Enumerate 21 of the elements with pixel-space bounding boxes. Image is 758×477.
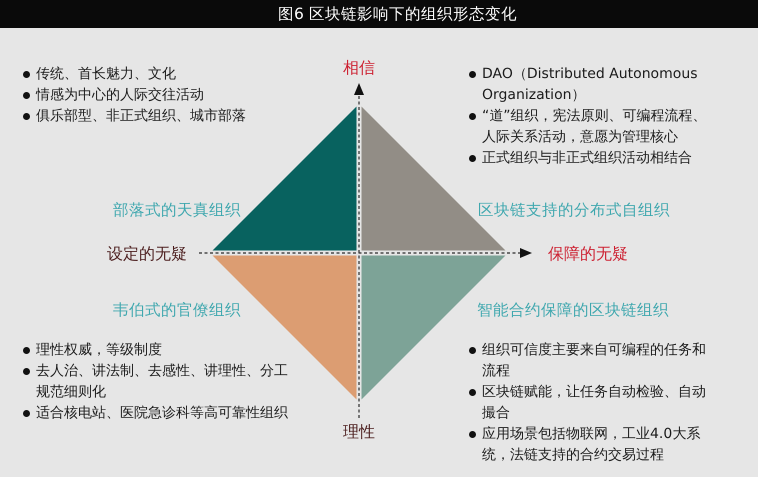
quadrant-label: 智能合约保障的区块链组织 — [477, 300, 669, 320]
list-item-text: DAO（Distributed Autonomous Organization） — [482, 64, 698, 104]
list-item-text: 区块链赋能，让任务自动检验、自动撮合 — [482, 382, 707, 422]
quadrant-label: 部落式的天真组织 — [113, 200, 241, 220]
list-item-text: “道”组织，宪法原则、可编程流程、人际关系活动，意愿为管理核心 — [482, 106, 708, 146]
list-item-text: 正式组织与非正式组织活动相结合 — [482, 148, 693, 168]
quadrant-label: 区块链支持的分布式自组织 — [478, 200, 670, 220]
list-item-text: 适合核电站、医院急诊科等高可靠性组织 — [36, 404, 289, 422]
figure-title: 图6 区块链影响下的组织形态变化 — [278, 5, 517, 23]
axis-label: 理性 — [343, 422, 375, 442]
axis-label: 设定的无疑 — [107, 244, 187, 264]
list-item-text: 去人治、讲法制、去感性、讲理性、分工规范细则化 — [36, 362, 289, 402]
list-item-text: 理性权威，等级制度 — [36, 340, 163, 360]
axis-label: 相信 — [343, 58, 375, 78]
list-item-text: 情感为中心的人际交往活动 — [36, 86, 205, 104]
list-item-text: 应用场景包括物联网，工业4.0大系统，法链支持的合约交易过程 — [482, 424, 702, 464]
list-item-text: 俱乐部型、非正式组织、城市部落 — [36, 106, 247, 126]
axis-label: 保障的无疑 — [548, 244, 628, 264]
list-item-text: 传统、首长魅力、文化 — [36, 64, 177, 84]
quadrant-label: 韦伯式的官僚组织 — [113, 300, 241, 320]
list-item-text: 组织可信度主要来自可编程的任务和流程 — [482, 340, 707, 380]
